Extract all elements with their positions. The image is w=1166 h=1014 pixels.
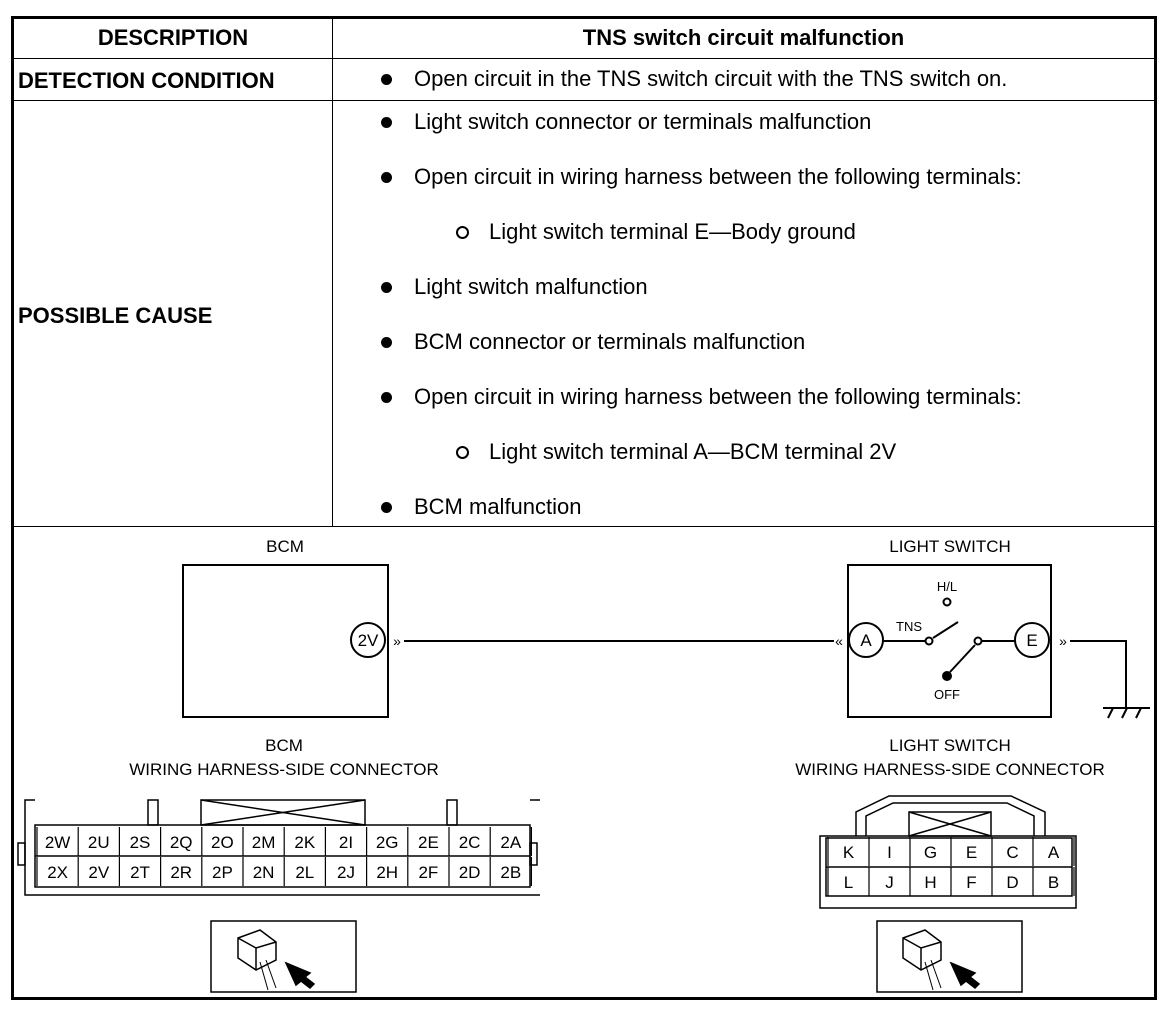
detection-condition-label: DETECTION CONDITION <box>18 68 275 93</box>
cause-subitem: Light switch terminal A—BCM terminal 2V <box>456 439 896 465</box>
divider-cause <box>11 526 1157 527</box>
bullet-icon <box>381 501 392 513</box>
cause-item: Light switch connector or terminals malf… <box>381 109 871 135</box>
detection-condition-text: Open circuit in the TNS switch circuit w… <box>414 66 1008 91</box>
bullet-icon <box>381 281 392 293</box>
detection-condition-item: Open circuit in the TNS switch circuit w… <box>381 66 1007 92</box>
cause-text: Open circuit in wiring harness between t… <box>414 164 1022 189</box>
cause-text: Light switch terminal A—BCM terminal 2V <box>489 439 897 464</box>
column-divider <box>332 17 333 526</box>
cause-text: Light switch terminal E—Body ground <box>489 219 856 244</box>
cause-text: Light switch malfunction <box>414 274 648 299</box>
cause-text: Light switch connector or terminals malf… <box>414 109 872 134</box>
cause-item: Open circuit in wiring harness between t… <box>381 384 1022 410</box>
cause-item: BCM malfunction <box>381 494 582 520</box>
possible-cause-label: POSSIBLE CAUSE <box>18 303 213 328</box>
cause-item: Open circuit in wiring harness between t… <box>381 164 1022 190</box>
sub-bullet-icon <box>456 225 469 239</box>
cause-item: BCM connector or terminals malfunction <box>381 329 805 355</box>
bullet-icon <box>381 73 392 85</box>
cause-text: BCM connector or terminals malfunction <box>414 329 806 354</box>
header-malfunction-title: TNS switch circuit malfunction <box>582 25 905 50</box>
bullet-icon <box>381 336 392 348</box>
cause-item: Light switch malfunction <box>381 274 648 300</box>
bullet-icon <box>381 391 392 403</box>
bullet-icon <box>381 171 392 183</box>
cause-text: Open circuit in wiring harness between t… <box>414 384 1022 409</box>
divider-header <box>11 58 1157 59</box>
bullet-icon <box>381 116 392 128</box>
divider-detection <box>11 100 1157 101</box>
cause-text: BCM malfunction <box>414 494 582 519</box>
sub-bullet-icon <box>456 445 469 459</box>
cause-subitem: Light switch terminal E—Body ground <box>456 219 856 245</box>
header-description: DESCRIPTION <box>97 25 249 50</box>
fault-info-table <box>11 16 1157 1000</box>
